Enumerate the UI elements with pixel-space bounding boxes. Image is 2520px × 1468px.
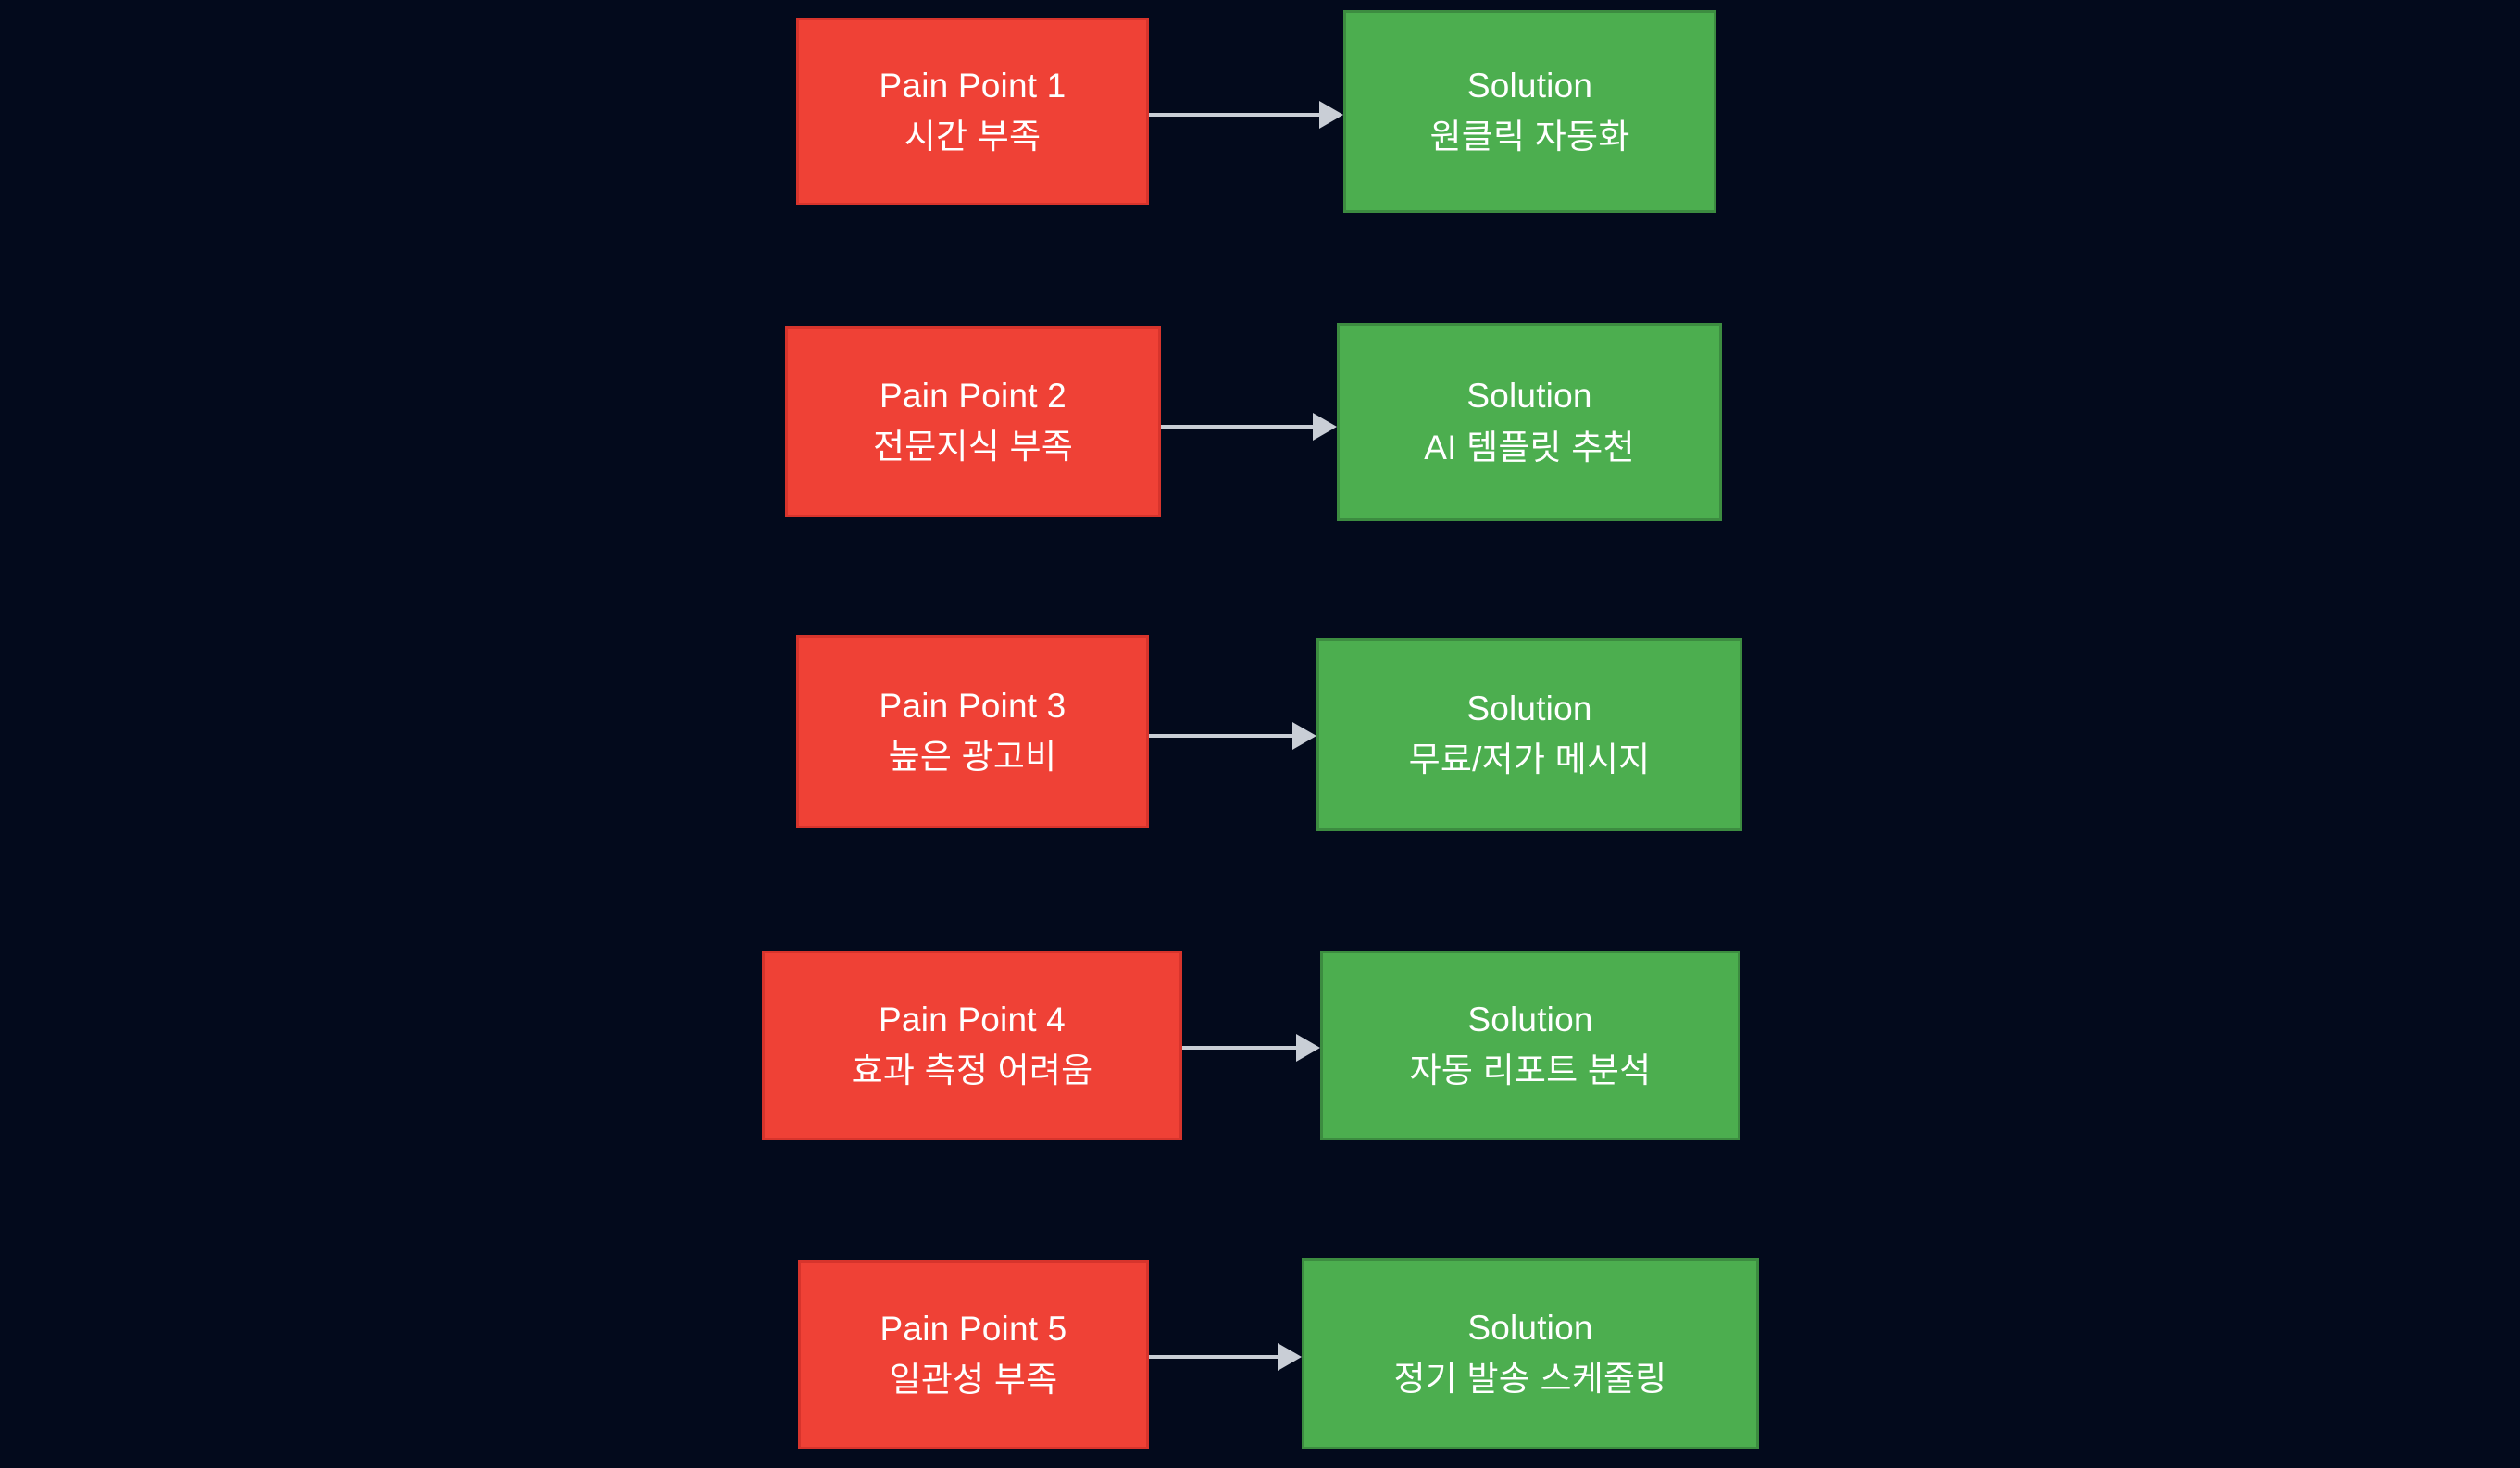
node-detail: AI 템플릿 추천 <box>1424 428 1635 467</box>
node-detail: 정기 발송 스케줄링 <box>1393 1360 1667 1398</box>
connector-arrow-2 <box>1161 413 1337 441</box>
pain-point-node-2[interactable]: Pain Point 2 전문지식 부족 <box>785 326 1161 517</box>
connector-arrow-3 <box>1149 722 1316 750</box>
arrow-head-icon <box>1313 413 1337 441</box>
arrow-shaft <box>1182 1046 1296 1050</box>
arrow-shaft <box>1149 734 1292 738</box>
node-detail: 무료/저가 메시지 <box>1408 740 1651 778</box>
connector-arrow-5 <box>1149 1343 1302 1371</box>
node-title: Pain Point 4 <box>879 1000 1066 1039</box>
solution-node-2[interactable]: Solution AI 템플릿 추천 <box>1337 323 1722 521</box>
solution-node-1[interactable]: Solution 원클릭 자동화 <box>1343 10 1716 213</box>
arrow-shaft <box>1149 113 1319 117</box>
node-detail: 효과 측정 어려움 <box>851 1051 1093 1089</box>
node-detail: 원클릭 자동화 <box>1429 118 1630 156</box>
solution-node-5[interactable]: Solution 정기 발송 스케줄링 <box>1302 1258 1759 1449</box>
connector-arrow-1 <box>1149 101 1343 129</box>
arrow-head-icon <box>1292 722 1316 750</box>
arrow-shaft <box>1161 425 1313 429</box>
node-detail: 시간 부족 <box>904 118 1042 156</box>
pain-point-node-1[interactable]: Pain Point 1 시간 부족 <box>796 18 1149 205</box>
arrow-head-icon <box>1278 1343 1302 1371</box>
arrow-head-icon <box>1319 101 1343 129</box>
node-detail: 자동 리포트 분석 <box>1409 1051 1652 1089</box>
node-title: Solution <box>1467 1308 1593 1347</box>
pain-point-node-3[interactable]: Pain Point 3 높은 광고비 <box>796 635 1149 828</box>
node-title: Solution <box>1466 689 1592 728</box>
node-title: Solution <box>1466 377 1592 416</box>
arrow-head-icon <box>1296 1034 1320 1062</box>
arrow-shaft <box>1149 1355 1278 1359</box>
solution-node-4[interactable]: Solution 자동 리포트 분석 <box>1320 951 1740 1140</box>
pain-point-node-5[interactable]: Pain Point 5 일관성 부족 <box>798 1260 1149 1449</box>
node-title: Pain Point 3 <box>879 686 1067 725</box>
node-detail: 전문지식 부족 <box>873 428 1073 466</box>
node-detail: 일관성 부족 <box>889 1361 1058 1399</box>
node-title: Solution <box>1466 66 1593 105</box>
node-title: Pain Point 5 <box>880 1309 1067 1348</box>
node-title: Pain Point 2 <box>880 376 1067 415</box>
node-title: Pain Point 1 <box>879 66 1067 105</box>
solution-node-3[interactable]: Solution 무료/저가 메시지 <box>1316 638 1742 831</box>
node-detail: 높은 광고비 <box>888 738 1057 776</box>
connector-arrow-4 <box>1182 1034 1320 1062</box>
pain-point-node-4[interactable]: Pain Point 4 효과 측정 어려움 <box>762 951 1182 1140</box>
node-title: Solution <box>1467 1000 1593 1039</box>
